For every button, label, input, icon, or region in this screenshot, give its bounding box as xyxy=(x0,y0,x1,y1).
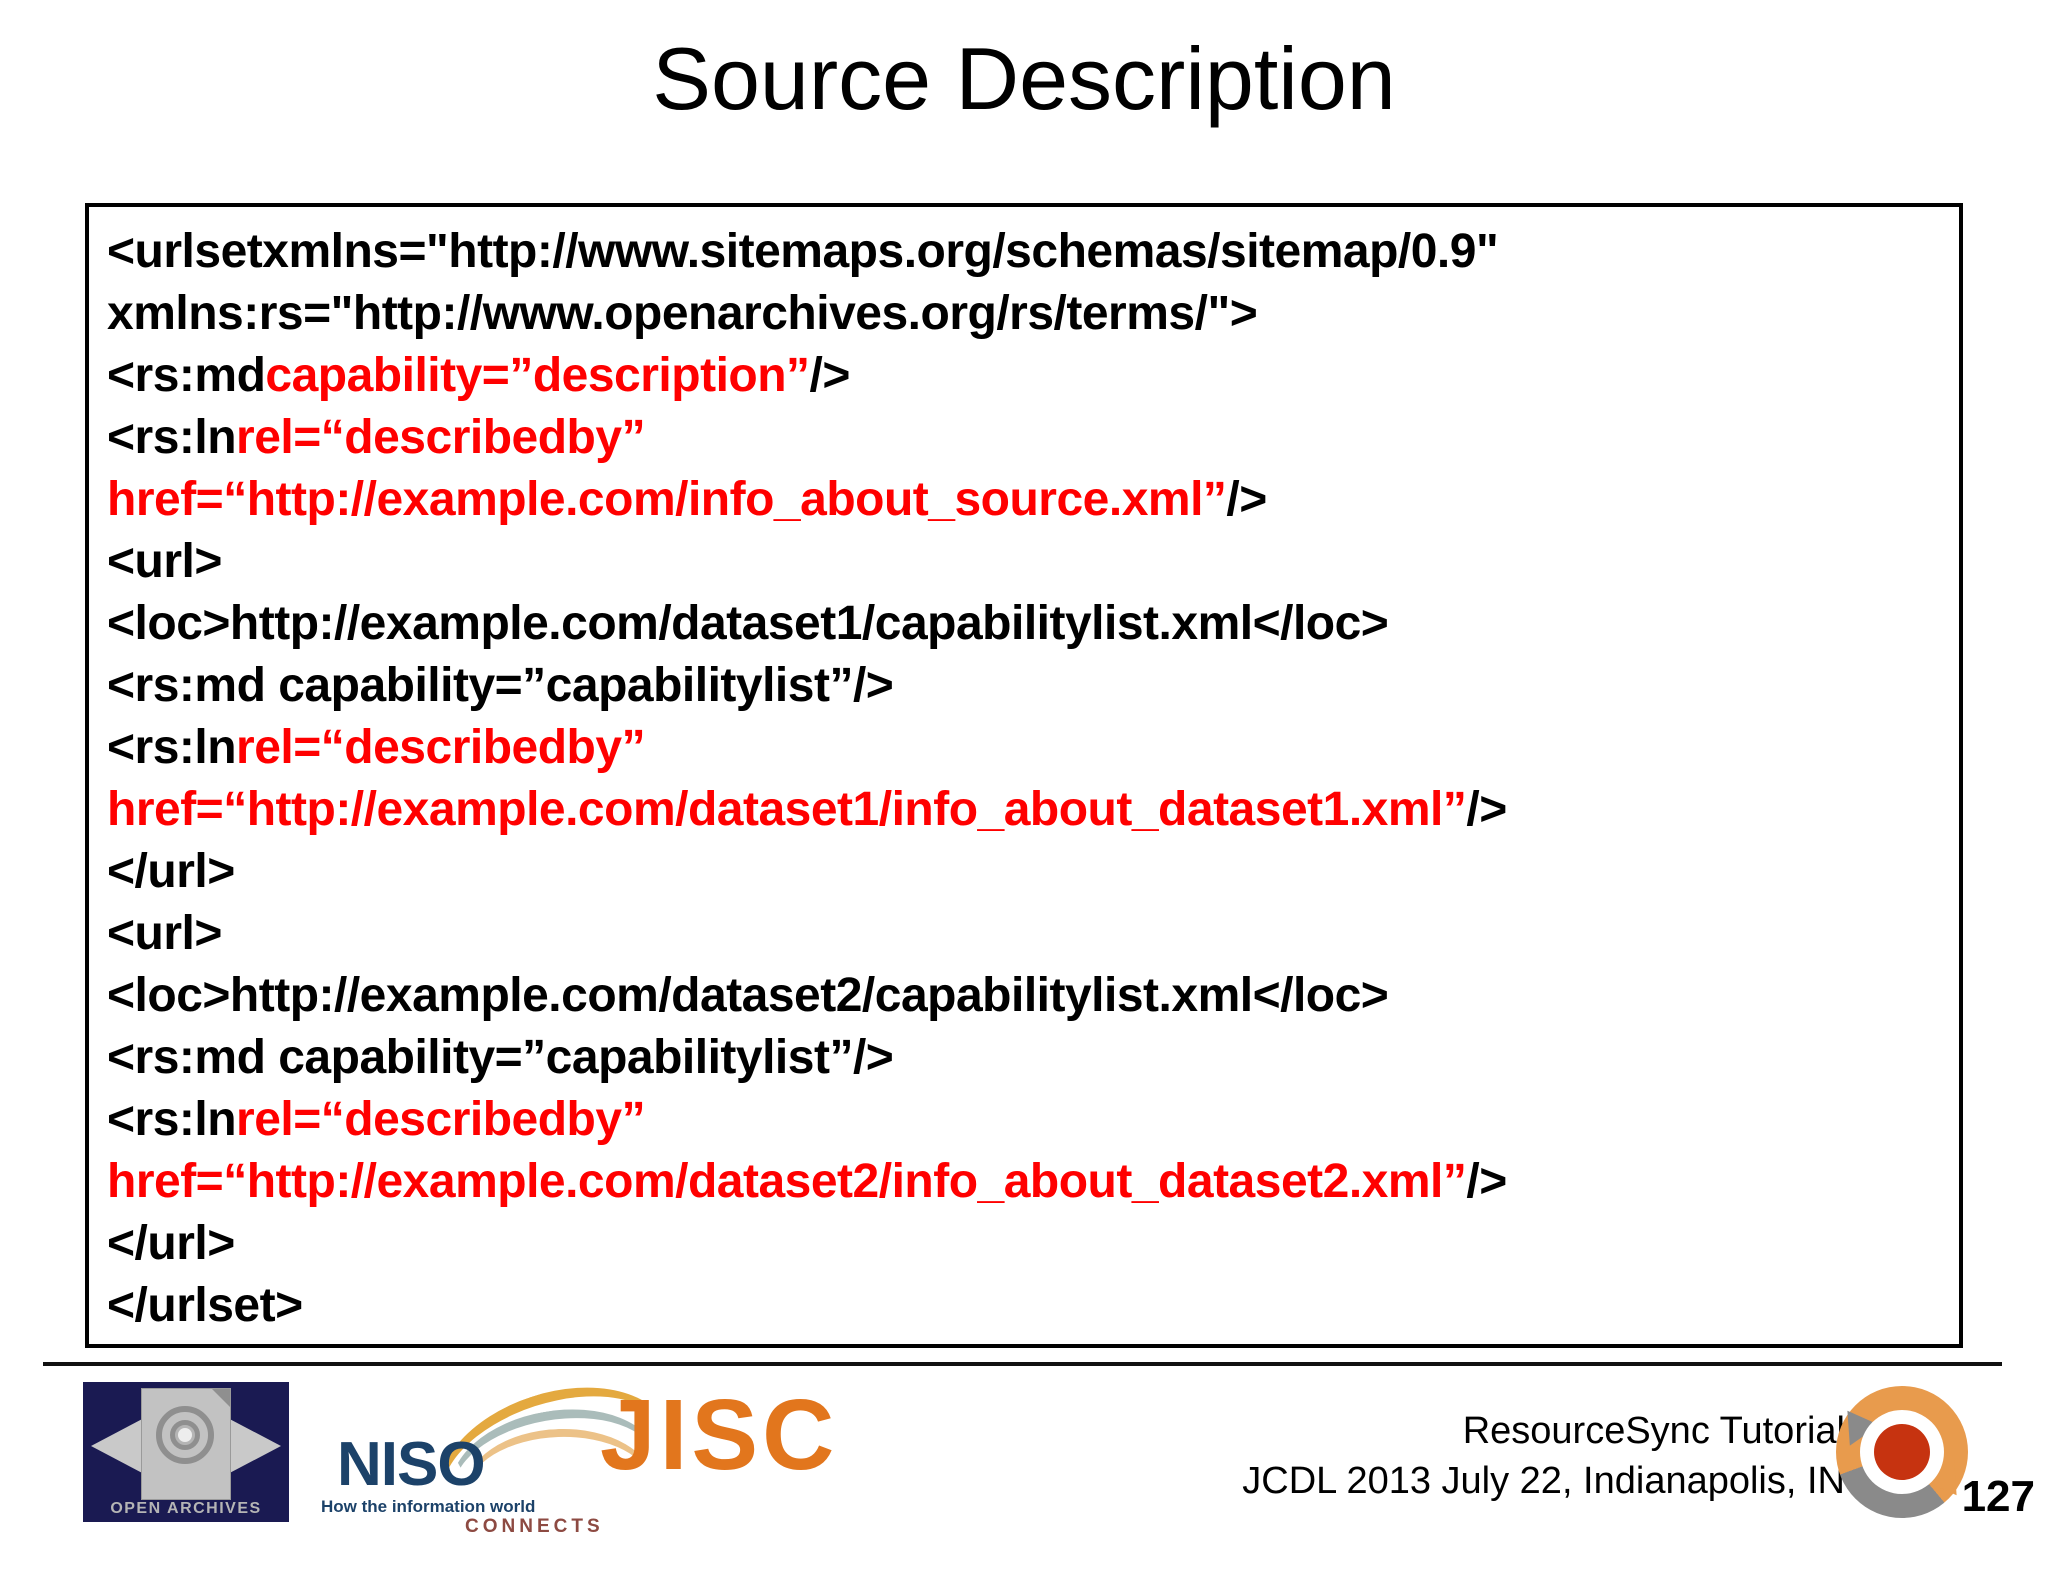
niso-wordmark: NISO xyxy=(337,1430,486,1499)
code-segment-black: <rs:ln xyxy=(107,721,237,774)
code-line: <rs:lnrel=“describedby” xyxy=(107,1089,1959,1151)
niso-logo: NISO How the information world CONNECTS xyxy=(315,1359,693,1576)
code-segment-black: <url> xyxy=(107,907,222,960)
code-line: <rs:md capability=”capabilitylist”/> xyxy=(107,1027,1959,1089)
code-segment-black: </url> xyxy=(107,845,235,898)
code-line: <loc>http://example.com/dataset1/capabil… xyxy=(107,593,1959,655)
code-segment-black: /> xyxy=(809,349,851,402)
code-block: <urlsetxmlns="http://www.sitemaps.org/sc… xyxy=(85,203,1963,1348)
code-line: href=“http://example.com/info_about_sour… xyxy=(107,469,1959,531)
code-line: <rs:mdcapability=”description”/> xyxy=(107,345,1959,407)
code-line: xmlns:rs="http://www.openarchives.org/rs… xyxy=(107,283,1959,345)
niso-tagline-2: CONNECTS xyxy=(465,1516,604,1537)
code-line: <rs:md capability=”capabilitylist”/> xyxy=(107,655,1959,717)
code-line: <url> xyxy=(107,531,1959,593)
code-segment-black: xmlns:rs="http://www.openarchives.org/rs… xyxy=(107,287,1258,340)
code-line: <url> xyxy=(107,903,1959,965)
code-segment-black: <rs:md capability=”capabilitylist”/> xyxy=(107,1031,894,1084)
footer-credit: ResourceSync Tutorial JCDL 2013 July 22,… xyxy=(1242,1406,1845,1506)
code-line: </url> xyxy=(107,1213,1959,1275)
code-segment-red: href=“http://example.com/info_about_sour… xyxy=(107,473,1227,526)
code-segment-black: <urlsetxmlns="http://www.sitemaps.org/sc… xyxy=(107,225,1499,278)
code-line: href=“http://example.com/dataset1/info_a… xyxy=(107,779,1959,841)
code-segment-red: href=“http://example.com/dataset1/info_a… xyxy=(107,783,1467,836)
code-line: <loc>http://example.com/dataset2/capabil… xyxy=(107,965,1959,1027)
code-segment-black: <rs:ln xyxy=(107,411,237,464)
page-number: 127 xyxy=(1961,1472,2035,1521)
code-segment-black: <loc>http://example.com/dataset1/capabil… xyxy=(107,597,1389,650)
code-segment-black: /> xyxy=(1226,473,1267,526)
code-segment-red: rel=“describedby” xyxy=(236,411,646,464)
open-archives-document-shape xyxy=(141,1388,231,1500)
code-segment-black: <rs:ln xyxy=(107,1093,237,1146)
footer-divider xyxy=(43,1362,2002,1366)
code-segment-black: /> xyxy=(1466,1155,1507,1208)
footer-credit-line2: JCDL 2013 July 22, Indianapolis, IN xyxy=(1242,1460,1845,1502)
resourcesync-center-dot xyxy=(1874,1424,1930,1480)
code-segment-red: rel=“describedby” xyxy=(236,1093,646,1146)
document-center-dot xyxy=(178,1428,192,1442)
code-line: </urlset> xyxy=(107,1275,1959,1337)
slide-title: Source Description xyxy=(652,29,1396,128)
code-segment-red: rel=“describedby” xyxy=(236,721,646,774)
open-archives-logo-icon: OPEN ARCHIVES xyxy=(83,1382,289,1522)
code-segment-red: capability=”description” xyxy=(265,349,810,402)
document-ring-outer xyxy=(156,1406,214,1464)
code-segment-black: /> xyxy=(1466,783,1507,836)
code-segment-black: <rs:md xyxy=(107,349,266,402)
code-line: <urlsetxmlns="http://www.sitemaps.org/sc… xyxy=(107,221,1959,283)
document-fold-corner xyxy=(212,1389,230,1407)
code-segment-black: <loc>http://example.com/dataset2/capabil… xyxy=(107,969,1389,1022)
code-segment-black: <rs:md capability=”capabilitylist”/> xyxy=(107,659,894,712)
code-segment-red: href=“http://example.com/dataset2/info_a… xyxy=(107,1155,1467,1208)
code-segment-black: <url> xyxy=(107,535,222,588)
code-segment-black: </urlset> xyxy=(107,1279,303,1332)
niso-tagline-1: How the information world xyxy=(321,1497,536,1516)
code-line: <rs:lnrel=“describedby” xyxy=(107,717,1959,779)
code-segment-black: </url> xyxy=(107,1217,235,1270)
code-line: href=“http://example.com/dataset2/info_a… xyxy=(107,1151,1959,1213)
resourcesync-logo-icon xyxy=(1832,1386,1972,1520)
code-line: <rs:lnrel=“describedby” xyxy=(107,407,1959,469)
code-line: </url> xyxy=(107,841,1959,903)
footer-credit-line1: ResourceSync Tutorial xyxy=(1462,1410,1845,1452)
jisc-logo: JISC xyxy=(600,1379,839,1491)
open-archives-label: OPEN ARCHIVES xyxy=(110,1500,262,1517)
